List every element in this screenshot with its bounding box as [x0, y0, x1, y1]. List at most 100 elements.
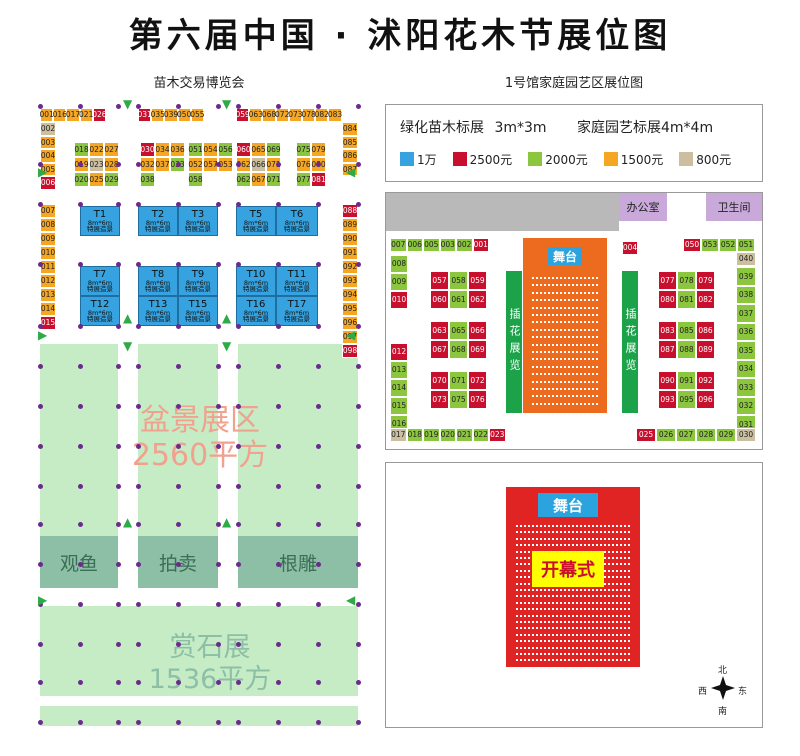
- booth-075[interactable]: 075: [296, 142, 311, 157]
- booth-076[interactable]: 076: [468, 390, 487, 409]
- booth-008[interactable]: 008: [390, 255, 408, 273]
- booth-021[interactable]: 021: [456, 428, 473, 442]
- booth-081[interactable]: 081: [677, 290, 696, 309]
- booth-090[interactable]: 090: [658, 371, 677, 390]
- booth-052[interactable]: 052: [719, 238, 737, 252]
- booth-023[interactable]: 023: [89, 157, 104, 172]
- booth-038[interactable]: 038: [140, 172, 155, 187]
- booth-017[interactable]: 017: [66, 108, 80, 122]
- booth-012[interactable]: 012: [390, 343, 408, 361]
- booth-078[interactable]: 078: [677, 271, 696, 290]
- booth-082[interactable]: 082: [315, 108, 329, 122]
- booth-034[interactable]: 034: [736, 359, 756, 378]
- booth-061[interactable]: 061: [449, 290, 468, 309]
- booth-002[interactable]: 002: [40, 122, 56, 136]
- booth-016[interactable]: 016: [53, 108, 67, 122]
- booth-080[interactable]: 080: [658, 290, 677, 309]
- booth-093[interactable]: 093: [658, 390, 677, 409]
- booth-057[interactable]: 057: [430, 271, 449, 290]
- booth-010[interactable]: 010: [390, 291, 408, 309]
- booth-071[interactable]: 071: [449, 371, 468, 390]
- booth-032[interactable]: 032: [140, 157, 155, 172]
- booth-031[interactable]: 031: [137, 108, 152, 122]
- booth-058[interactable]: 058: [188, 172, 203, 187]
- booth-029[interactable]: 029: [716, 428, 736, 442]
- booth-091[interactable]: 091: [342, 246, 358, 260]
- booth-079[interactable]: 079: [696, 271, 715, 290]
- booth-038[interactable]: 038: [736, 285, 756, 304]
- booth-004[interactable]: 004: [622, 241, 638, 255]
- booth-092[interactable]: 092: [342, 260, 358, 274]
- booth-020[interactable]: 020: [74, 172, 89, 187]
- booth-039[interactable]: 039: [164, 108, 178, 122]
- booth-030[interactable]: 030: [140, 142, 155, 157]
- booth-059[interactable]: 059: [468, 271, 487, 290]
- booth-051[interactable]: 051: [188, 142, 203, 157]
- booth-097[interactable]: 097: [342, 330, 358, 344]
- booth-070[interactable]: 070: [430, 371, 449, 390]
- booth-090[interactable]: 090: [342, 232, 358, 246]
- booth-055[interactable]: 055: [190, 108, 205, 122]
- booth-091[interactable]: 091: [677, 371, 696, 390]
- booth-020[interactable]: 020: [439, 428, 456, 442]
- booth-063[interactable]: 063: [430, 321, 449, 340]
- booth-067[interactable]: 067: [430, 340, 449, 359]
- booth-018[interactable]: 018: [406, 428, 423, 442]
- booth-059[interactable]: 059: [235, 108, 250, 122]
- booth-015[interactable]: 015: [390, 397, 408, 415]
- booth-027[interactable]: 027: [104, 142, 119, 157]
- booth-069[interactable]: 069: [266, 142, 281, 157]
- booth-050[interactable]: 050: [683, 238, 701, 252]
- booth-089[interactable]: 089: [696, 340, 715, 359]
- booth-073[interactable]: 073: [288, 108, 303, 122]
- booth-066[interactable]: 066: [251, 157, 266, 172]
- booth-075[interactable]: 075: [449, 390, 468, 409]
- booth-008[interactable]: 008: [40, 218, 56, 232]
- booth-054[interactable]: 054: [203, 142, 218, 157]
- booth-005[interactable]: 005: [423, 238, 440, 252]
- booth-002[interactable]: 002: [456, 238, 473, 252]
- booth-010[interactable]: 010: [40, 246, 56, 260]
- booth-011[interactable]: 011: [40, 260, 56, 274]
- booth-006[interactable]: 006: [406, 238, 423, 252]
- booth-096[interactable]: 096: [342, 316, 358, 330]
- booth-069[interactable]: 069: [468, 340, 487, 359]
- booth-029[interactable]: 029: [104, 172, 119, 187]
- booth-009[interactable]: 009: [40, 232, 56, 246]
- booth-014[interactable]: 014: [390, 379, 408, 397]
- booth-018[interactable]: 018: [74, 142, 89, 157]
- booth-066[interactable]: 066: [468, 321, 487, 340]
- booth-093[interactable]: 093: [342, 274, 358, 288]
- booth-068[interactable]: 068: [262, 108, 276, 122]
- booth-017[interactable]: 017: [390, 428, 407, 442]
- booth-087[interactable]: 087: [342, 162, 358, 176]
- booth-012[interactable]: 012: [40, 274, 56, 288]
- booth-062[interactable]: 062: [468, 290, 487, 309]
- booth-085[interactable]: 085: [677, 321, 696, 340]
- booth-084[interactable]: 084: [342, 122, 358, 136]
- booth-089[interactable]: 089: [342, 218, 358, 232]
- booth-019[interactable]: 019: [423, 428, 440, 442]
- booth-086[interactable]: 086: [696, 321, 715, 340]
- booth-063[interactable]: 063: [249, 108, 263, 122]
- booth-032[interactable]: 032: [736, 396, 756, 415]
- booth-082[interactable]: 082: [696, 290, 715, 309]
- booth-013[interactable]: 013: [390, 361, 408, 379]
- booth-036[interactable]: 036: [736, 322, 756, 341]
- booth-081[interactable]: 081: [311, 172, 326, 187]
- booth-095[interactable]: 095: [677, 390, 696, 409]
- booth-026[interactable]: 026: [92, 108, 107, 122]
- booth-096[interactable]: 096: [696, 390, 715, 409]
- booth-095[interactable]: 095: [342, 302, 358, 316]
- booth-071[interactable]: 071: [266, 172, 281, 187]
- booth-001[interactable]: 001: [39, 108, 54, 122]
- booth-040[interactable]: 040: [736, 252, 756, 266]
